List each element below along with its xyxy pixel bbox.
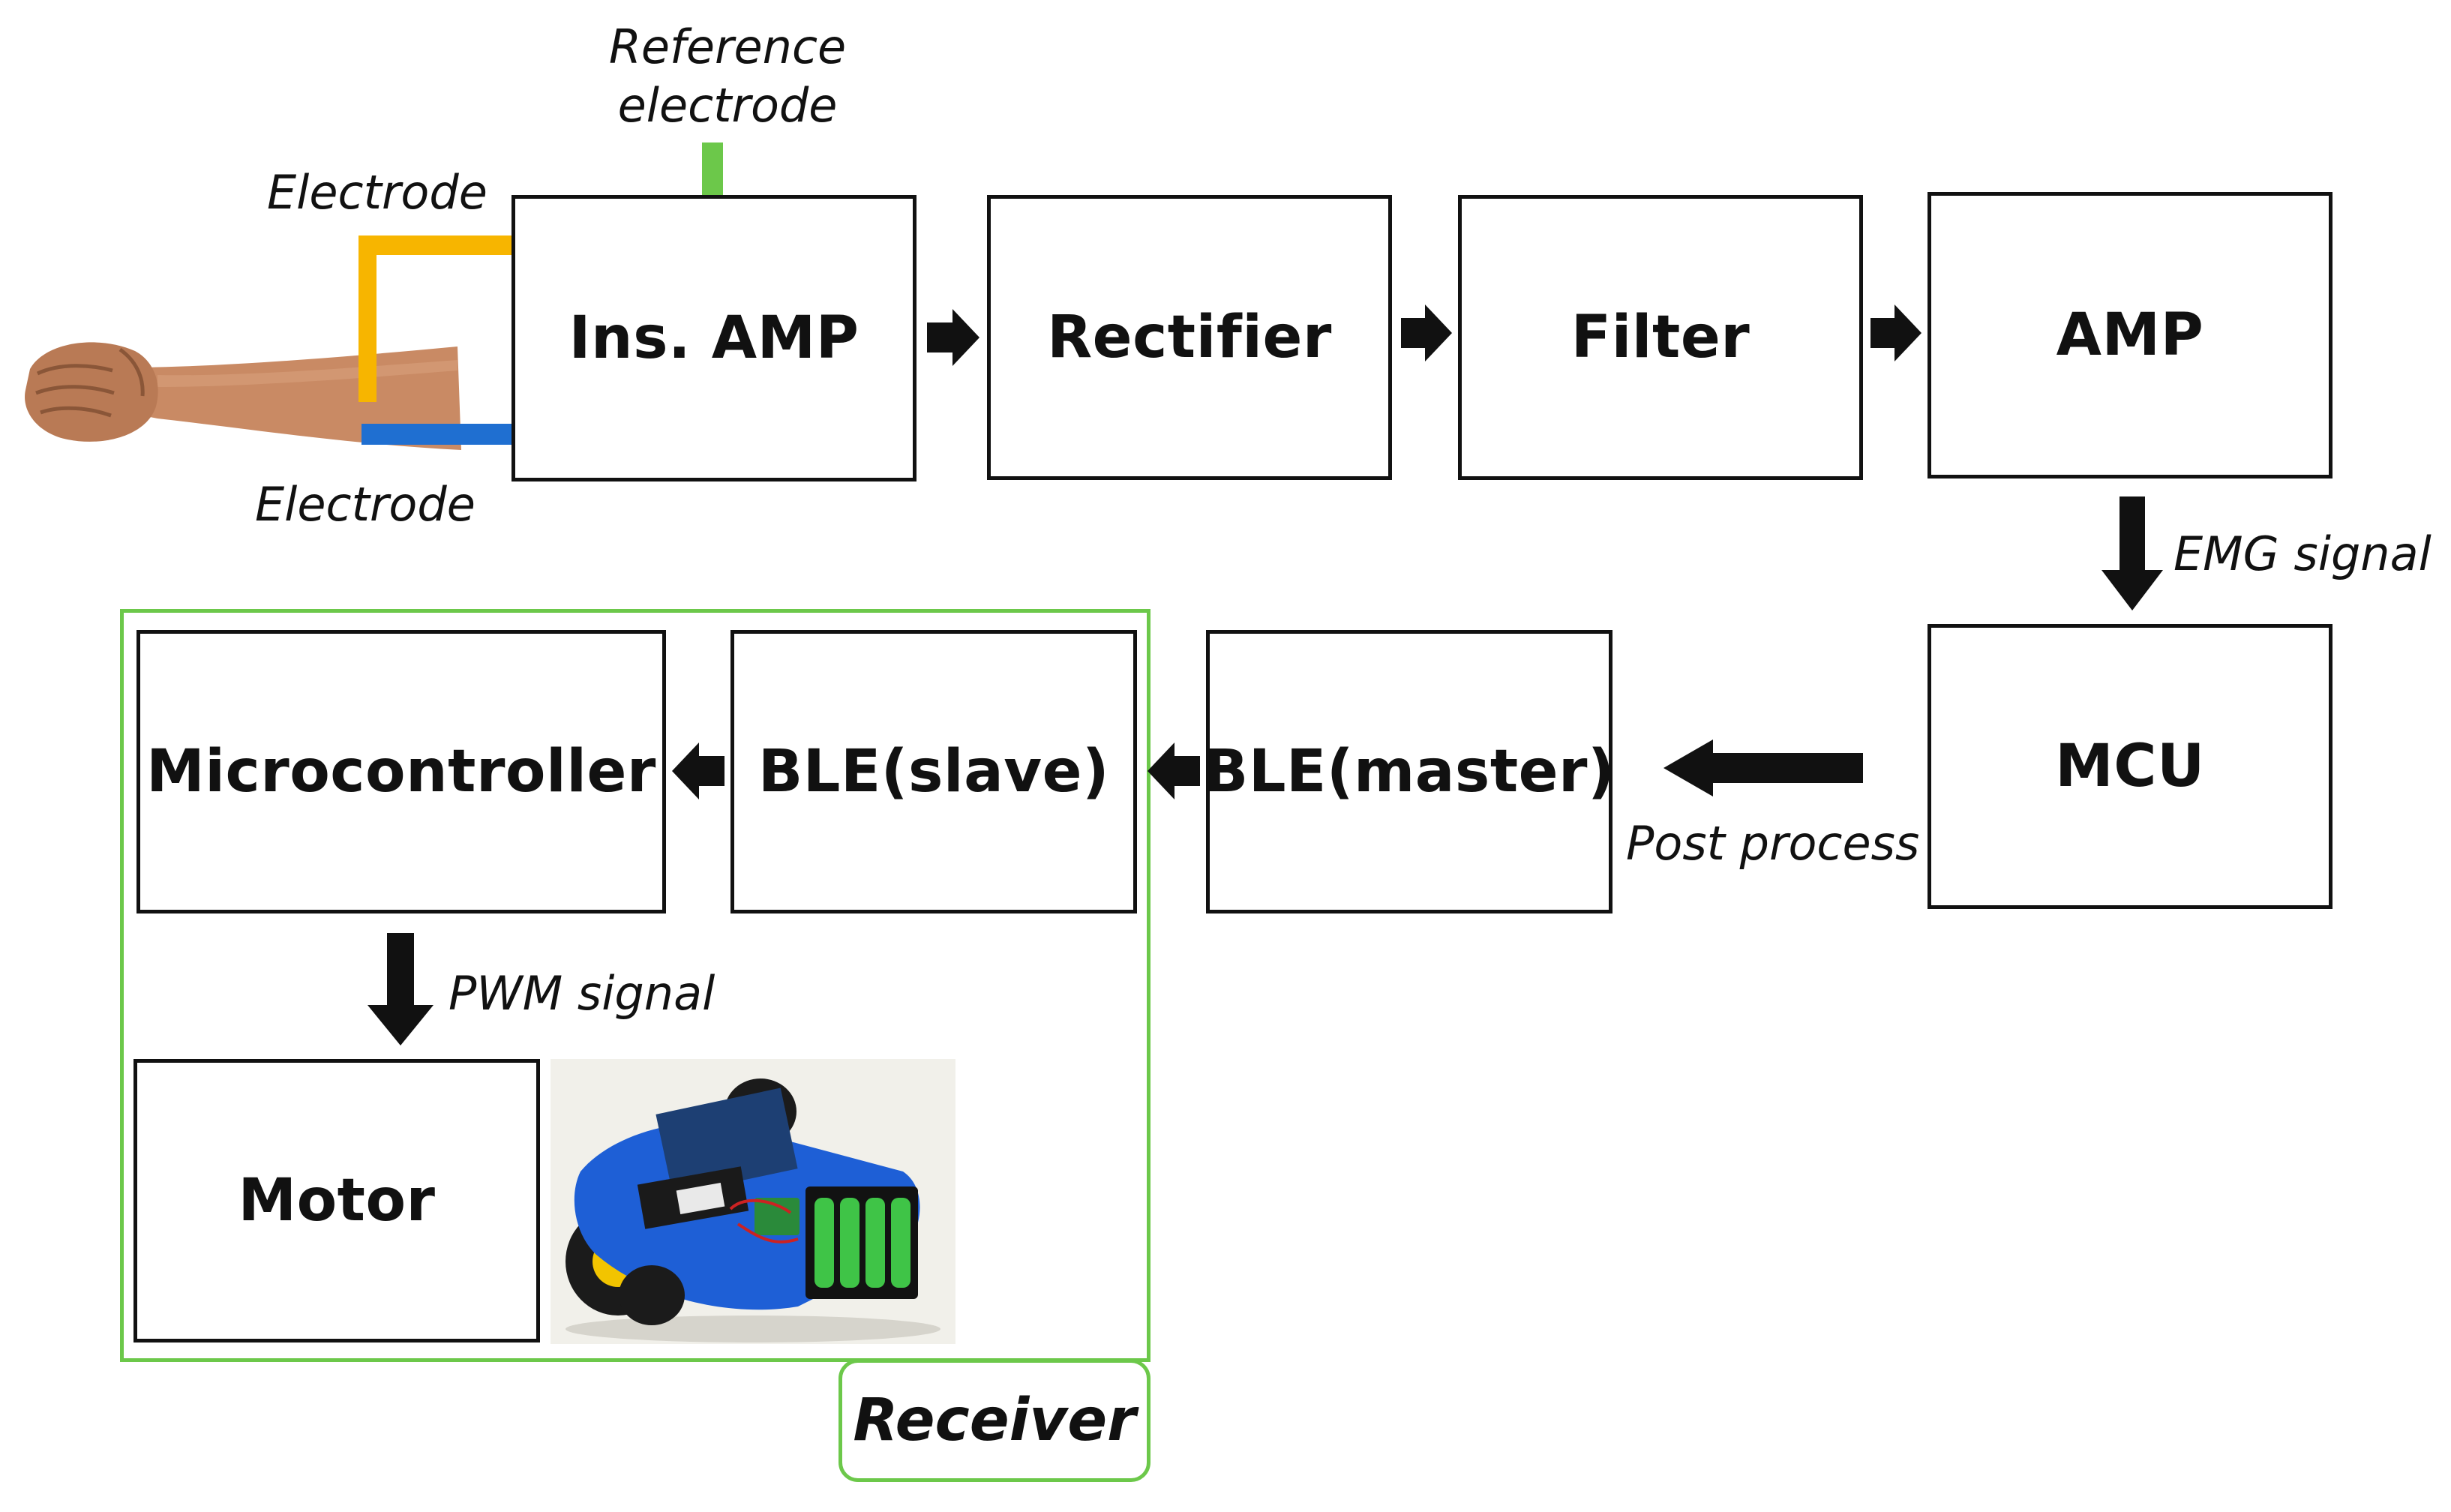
amp-block: AMP	[1928, 192, 2332, 478]
ins-amp-label: Ins. AMP	[568, 304, 860, 372]
emg-signal-label: EMG signal	[2174, 526, 2432, 581]
arrow-amp-to-mcu	[2102, 496, 2163, 610]
rectifier-label: Rectifier	[1047, 304, 1332, 371]
mcu-block: MCU	[1928, 624, 2332, 909]
reference-electrode-label-line1: Reference	[608, 20, 847, 74]
ins-amp-block: Ins. AMP	[512, 195, 916, 482]
ble-slave-block: BLE(slave)	[730, 630, 1137, 914]
receiver-label: Receiver	[853, 1387, 1136, 1454]
microcontroller-block: Microcontroller	[136, 630, 666, 914]
amp-label: AMP	[2056, 302, 2204, 369]
top-electrode-wire-horizontal	[358, 236, 513, 255]
forearm-image	[25, 342, 461, 450]
arrow-ble-slave-to-microcontroller	[672, 742, 724, 800]
mcu-label: MCU	[2055, 733, 2205, 800]
receiver-frame	[120, 609, 1150, 1362]
arrow-mcu-to-ble-master	[1664, 740, 1863, 796]
ble-master-block: BLE(master)	[1203, 630, 1616, 914]
arrow-rectifier-to-filter	[1401, 304, 1452, 362]
robot-car-image	[550, 1059, 956, 1344]
reference-electrode-wire	[702, 142, 723, 196]
ble-master-label: BLE(master)	[1203, 738, 1616, 806]
electrode-bottom-label: Electrode	[255, 477, 476, 532]
post-process-label: Post process	[1626, 816, 1920, 871]
rectifier-block: Rectifier	[987, 195, 1392, 480]
ble-slave-label: BLE(slave)	[758, 738, 1110, 806]
electrode-top-label: Electrode	[267, 165, 488, 220]
filter-block: Filter	[1458, 195, 1863, 480]
reference-electrode-label: Reference electrode	[585, 18, 870, 134]
receiver-label-tab: Receiver	[838, 1359, 1150, 1482]
microcontroller-label: Microcontroller	[146, 738, 656, 806]
pwm-signal-label: PWM signal	[448, 966, 716, 1021]
reference-electrode-label-line2: electrode	[617, 77, 838, 133]
arrow-filter-to-amp	[1870, 304, 1922, 362]
top-electrode-wire-vertical	[358, 236, 376, 402]
motor-label: Motor	[238, 1167, 436, 1234]
arrow-ble-master-to-ble-slave	[1148, 742, 1200, 800]
filter-label: Filter	[1570, 304, 1750, 371]
arrow-ins-amp-to-rectifier	[927, 309, 980, 366]
motor-block: Motor	[134, 1059, 540, 1342]
arrow-microcontroller-to-motor	[368, 933, 434, 1046]
bottom-electrode-wire	[362, 424, 513, 445]
